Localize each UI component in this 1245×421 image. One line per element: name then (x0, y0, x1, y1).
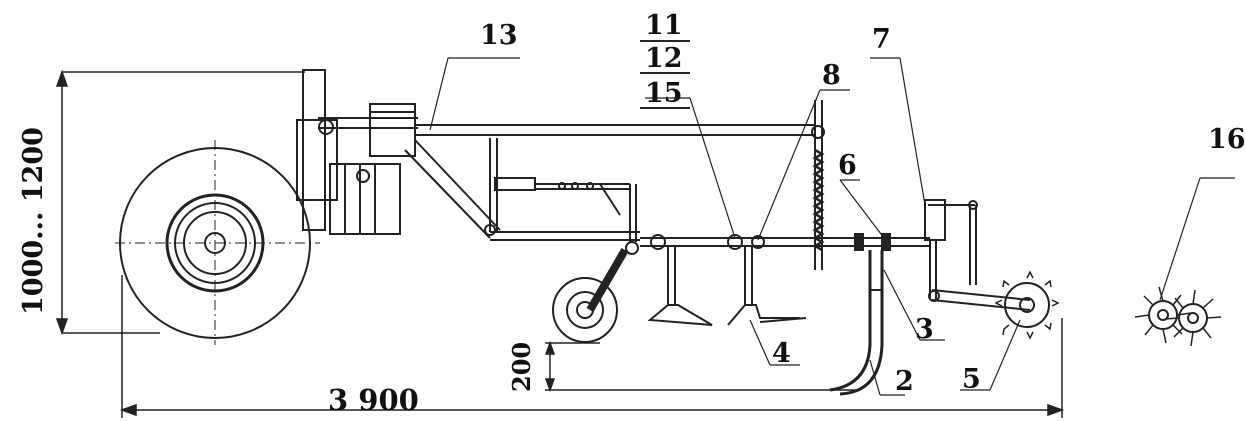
depth-label: 200 (507, 341, 536, 392)
hitch-mast (296, 69, 418, 235)
length-dimension (119, 275, 1065, 418)
callout-leaders (429, 57, 1235, 396)
deep-shank (829, 250, 884, 396)
stacked-label-bars (640, 40, 690, 109)
depth-dimension (544, 340, 860, 393)
height-range-label: 1000... 1200 (18, 127, 49, 315)
callout-15: 15 (645, 78, 683, 109)
overall-length-label: 3 900 (328, 383, 419, 417)
spring-strut (811, 100, 825, 270)
callout-7: 7 (872, 24, 891, 55)
callout-2: 2 (895, 366, 914, 397)
spiked-rotor-detail (1134, 286, 1222, 347)
main-frame (404, 124, 815, 242)
cultivator-tines (647, 246, 807, 326)
callout-3: 3 (915, 314, 934, 345)
support-wheel (115, 140, 320, 345)
gauge-wheel (552, 241, 639, 343)
callout-12: 12 (645, 43, 683, 74)
rear-roller-assembly (924, 199, 1060, 340)
callout-5: 5 (962, 364, 981, 395)
callout-16: 16 (1208, 124, 1245, 155)
height-dimension (55, 69, 305, 336)
callout-13: 13 (480, 20, 518, 51)
callout-8: 8 (822, 60, 841, 91)
tool-beam (640, 233, 930, 251)
callout-6: 6 (838, 150, 857, 181)
callout-11: 11 (645, 10, 683, 41)
callout-4: 4 (772, 338, 791, 369)
